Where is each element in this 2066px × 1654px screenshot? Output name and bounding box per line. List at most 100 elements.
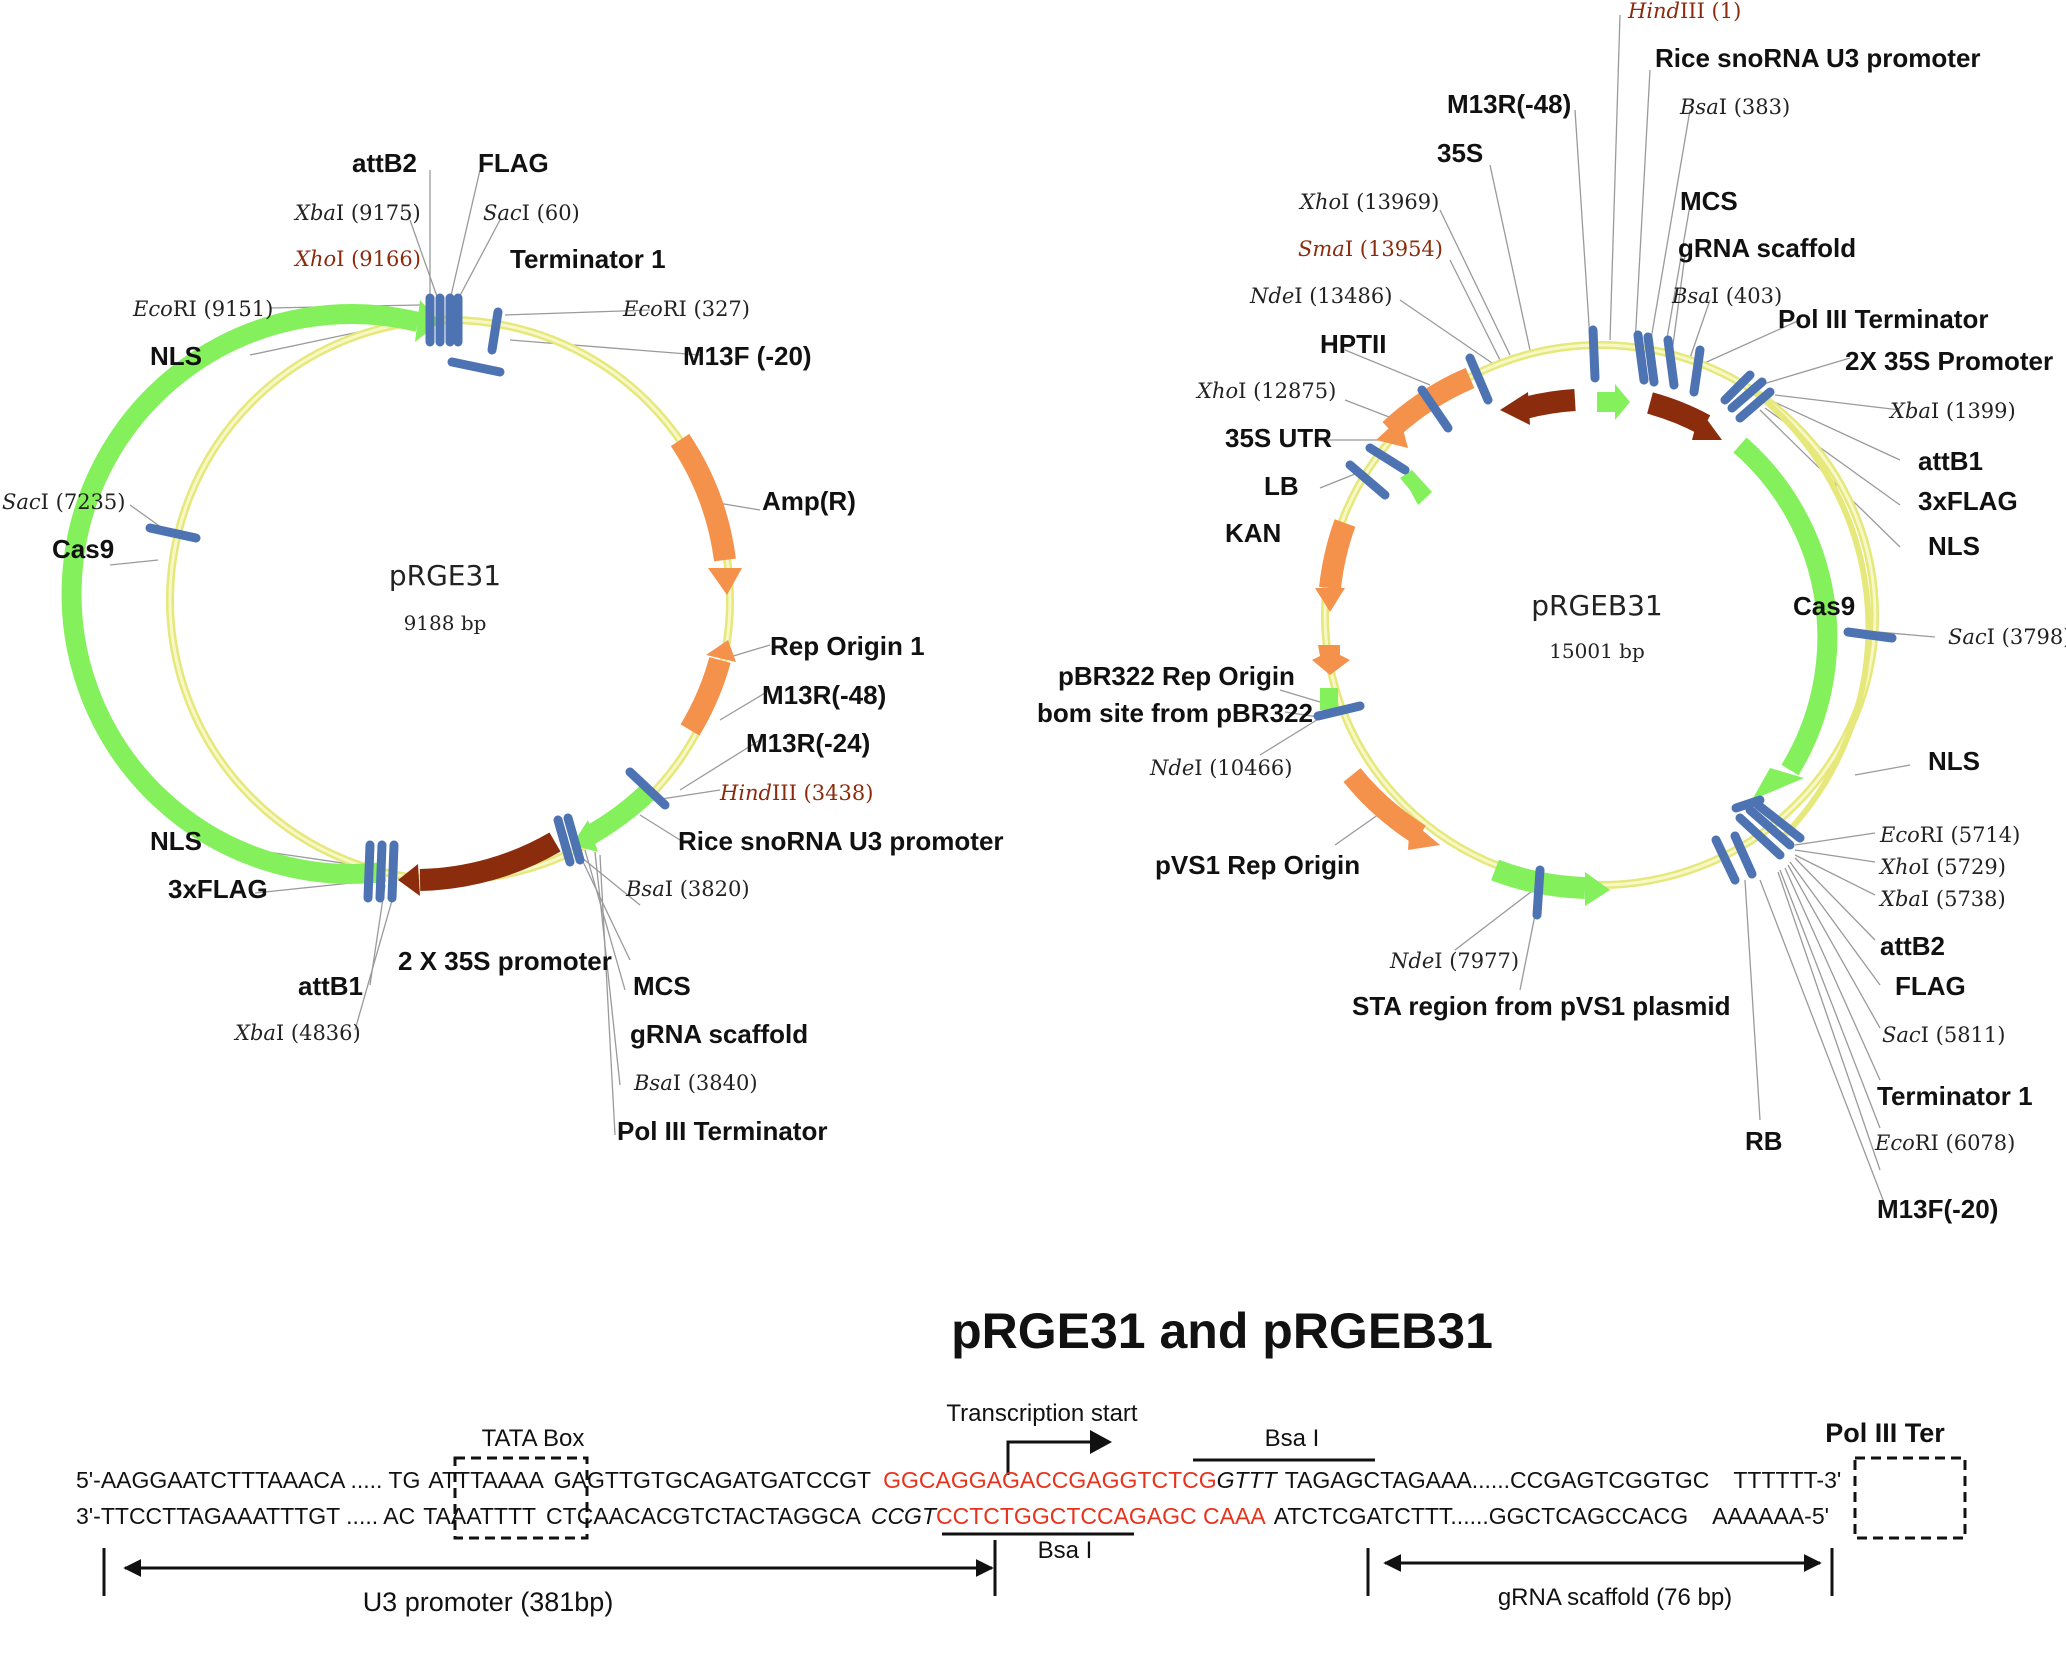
pRGE31-site-HindIII-3438: HindIII (3438) bbox=[719, 781, 873, 805]
pRGE31-35S-label: 2 X 35S promoter bbox=[398, 946, 612, 976]
pRGE31-cas9-label: Cas9 bbox=[52, 534, 114, 564]
pRGEB31-35S-UTR-label: 35S UTR bbox=[1225, 423, 1332, 453]
pRGEB31-polIII-label: Pol III Terminator bbox=[1778, 304, 1988, 334]
pRGE31-MCS-label: MCS bbox=[633, 971, 691, 1001]
pRGE31-ampR-arc bbox=[670, 433, 736, 562]
pRGEB31-rice-u3-label: Rice snoRNA U3 promoter bbox=[1655, 43, 1981, 73]
pRGEB31-site-EcoRI-5714: EcoRI (5714) bbox=[1879, 823, 2020, 847]
pRGE31-site-EcoRI-9151: EcoRI (9151) bbox=[132, 297, 273, 321]
pRGEB31-FLAG-label: FLAG bbox=[1895, 971, 1966, 1001]
pRGEB31-site-XbaI-5738: XbaI (5738) bbox=[1878, 887, 2006, 911]
plasmid-pRGEB31: pRGEB31 15001 bp Rice snoRNA U3 promoter… bbox=[1037, 0, 2066, 1224]
pRGE31-ampR-label: Amp(R) bbox=[762, 486, 856, 516]
pRGE31-name: pRGE31 bbox=[389, 559, 501, 592]
pRGEB31-u3-arrow bbox=[1597, 384, 1630, 420]
pRGEB31-site-EcoRI-6078: EcoRI (6078) bbox=[1874, 1131, 2015, 1155]
polIII-ter-frame bbox=[1853, 1456, 1967, 1540]
pRGEB31-attB2-label: attB2 bbox=[1880, 931, 1945, 961]
pRGE31-attB2-label: attB2 bbox=[352, 148, 417, 178]
tata-box-frame bbox=[453, 1456, 589, 1540]
pRGEB31-site-SacI-5811: SacI (5811) bbox=[1882, 1023, 2005, 1047]
pRGE31-M13F-label: M13F (-20) bbox=[683, 341, 812, 371]
pRGEB31-pVS1-label: pVS1 Rep Origin bbox=[1155, 850, 1360, 880]
pRGEB31-cas9-arrowhead bbox=[1752, 768, 1804, 800]
leader-lines-left bbox=[109, 169, 771, 1136]
pRGEB31-attB1-label: attB1 bbox=[1918, 446, 1983, 476]
grna-scaffold-label: gRNA scaffold (76 bp) bbox=[1498, 1584, 1732, 1611]
pRGE31-FLAG-label: FLAG bbox=[478, 148, 549, 178]
pRGEB31-M13R48-label: M13R(-48) bbox=[1447, 89, 1571, 119]
pRGEB31-KAN-arc bbox=[1319, 519, 1356, 590]
transcription-start-arrow bbox=[1006, 1440, 1090, 1475]
pRGE31-site-XhoI-9166: XhoI (9166) bbox=[293, 247, 421, 271]
pRGEB31-site-SmaI-13954: SmaI (13954) bbox=[1298, 237, 1443, 261]
polIII-ter-label: Pol III Ter bbox=[1825, 1418, 1945, 1448]
pRGEB31-site-HindIII-1: HindIII (1) bbox=[1627, 0, 1741, 23]
pRGEB31-site-BsaI-403: BsaI (403) bbox=[1671, 284, 1782, 308]
pRGEB31-3xFLAG-label: 3xFLAG bbox=[1918, 486, 2018, 516]
pRGE31-35S-arrowhead bbox=[398, 864, 420, 896]
pRGE31-site-XbaI-9175: XbaI (9175) bbox=[293, 201, 421, 225]
pRGEB31-35S-arc bbox=[1522, 389, 1576, 419]
pRGEB31-LB-label: LB bbox=[1264, 471, 1299, 501]
pRGE31-site-SacI-7235: SacI (7235) bbox=[2, 490, 125, 514]
pRGE31-cas9-arc bbox=[61, 304, 421, 884]
pRGEB31-2x35S-arc bbox=[1646, 392, 1711, 435]
pRGEB31-site-SacI-3798: SacI (3798) bbox=[1948, 625, 2066, 649]
bsa-top-label: Bsa I bbox=[1265, 1425, 1320, 1452]
pRGEB31-size: 15001 bp bbox=[1549, 639, 1645, 663]
pRGEB31-35S-label: 35S bbox=[1437, 138, 1483, 168]
sequence-panel: TATA Box Transcription start Bsa I Pol I… bbox=[76, 1400, 1967, 1617]
pRGEB31-NLS-bottom-label: NLS bbox=[1928, 746, 1980, 776]
pRGEB31-cas9-label: Cas9 bbox=[1793, 591, 1855, 621]
pRGEB31-KAN-label: KAN bbox=[1225, 518, 1281, 548]
plasmid-pRGE31: pRGE31 9188 bp attB2 FLAG Terminator 1 M… bbox=[2, 148, 1004, 1146]
pRGE31-rep-origin-label: Rep Origin 1 bbox=[770, 631, 925, 661]
pRGE31-ampR-arrowhead bbox=[708, 568, 742, 595]
pRGEB31-terminator1-label: Terminator 1 bbox=[1877, 1081, 2033, 1111]
tata-box-label: TATA Box bbox=[482, 1425, 585, 1452]
pRGEB31-site-XhoI-12875: XhoI (12875) bbox=[1195, 379, 1336, 403]
pRGEB31-name: pRGEB31 bbox=[1531, 589, 1662, 622]
transcription-start-label: Transcription start bbox=[946, 1400, 1138, 1427]
pRGE31-site-SacI-60: SacI (60) bbox=[483, 201, 580, 225]
pRGEB31-NLS-top-label: NLS bbox=[1928, 531, 1980, 561]
figure-title: pRGE31 and pRGEB31 bbox=[951, 1303, 1493, 1359]
pRGE31-NLS-bottom-label: NLS bbox=[150, 826, 202, 856]
pRGEB31-site-bars bbox=[1313, 325, 1897, 920]
pRGE31-site-BsaI-3840: BsaI (3840) bbox=[633, 1071, 758, 1095]
pRGE31-rep-origin-arrowhead bbox=[706, 640, 736, 662]
pRGE31-M13R24-label: M13R(-24) bbox=[746, 728, 870, 758]
pRGE31-site-bars bbox=[145, 293, 670, 903]
pRGE31-35S-arc bbox=[419, 832, 561, 891]
pRGEB31-site-XhoI-13969: XhoI (13969) bbox=[1298, 190, 1439, 214]
pRGEB31-RB-label: RB bbox=[1745, 1126, 1783, 1156]
pRGEB31-M13F-label: M13F(-20) bbox=[1877, 1194, 1998, 1224]
pRGE31-NLS-top-label: NLS bbox=[150, 341, 202, 371]
pRGEB31-site-NdeI-7977: NdeI (7977) bbox=[1389, 949, 1519, 973]
pRGE31-polIII-label: Pol III Terminator bbox=[617, 1116, 827, 1146]
pRGE31-u3-arc bbox=[584, 782, 658, 844]
pRGE31-M13R48-label: M13R(-48) bbox=[762, 680, 886, 710]
pRGE31-gRNA-label: gRNA scaffold bbox=[630, 1019, 808, 1049]
bsa-bottom-label: Bsa I bbox=[1038, 1537, 1093, 1564]
pRGEB31-site-XbaI-1399: XbaI (1399) bbox=[1888, 399, 2016, 423]
pRGEB31-gRNA-label: gRNA scaffold bbox=[1678, 233, 1856, 263]
pRGE31-site-BsaI-3820: BsaI (3820) bbox=[625, 877, 750, 901]
pRGEB31-site-BsaI-383: BsaI (383) bbox=[1679, 95, 1790, 119]
pRGE31-rice-u3-label: Rice snoRNA U3 promoter bbox=[678, 826, 1004, 856]
pRGE31-rep-origin-arc bbox=[680, 656, 731, 736]
pRGEB31-bom-label: bom site from pBR322 bbox=[1037, 698, 1313, 728]
pRGEB31-35S-UTR-arrow bbox=[1400, 470, 1432, 505]
pRGEB31-bom-site bbox=[1320, 688, 1338, 710]
pRGE31-terminator1-label: Terminator 1 bbox=[510, 244, 666, 274]
u3-promoter-label: U3 promoter (381bp) bbox=[363, 1587, 614, 1617]
pRGEB31-pBR322-arrow bbox=[1312, 645, 1350, 675]
pRGEB31-MCS-label: MCS bbox=[1680, 186, 1738, 216]
pRGEB31-STA-label: STA region from pVS1 plasmid bbox=[1352, 991, 1731, 1021]
pRGEB31-site-NdeI-10466: NdeI (10466) bbox=[1149, 756, 1292, 780]
pRGEB31-cas9-arc bbox=[1733, 437, 1838, 776]
